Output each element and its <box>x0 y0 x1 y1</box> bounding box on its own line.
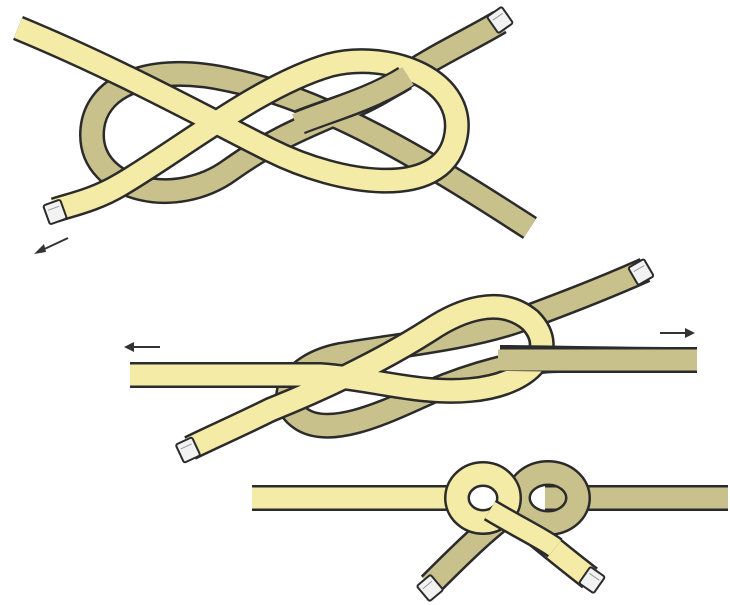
step-tightening <box>124 259 697 463</box>
step-loose <box>18 7 530 254</box>
arrow-right-icon <box>660 328 695 338</box>
arrow-left-icon <box>34 238 68 254</box>
step-tied <box>252 473 728 601</box>
arrow-left-icon <box>124 342 160 352</box>
